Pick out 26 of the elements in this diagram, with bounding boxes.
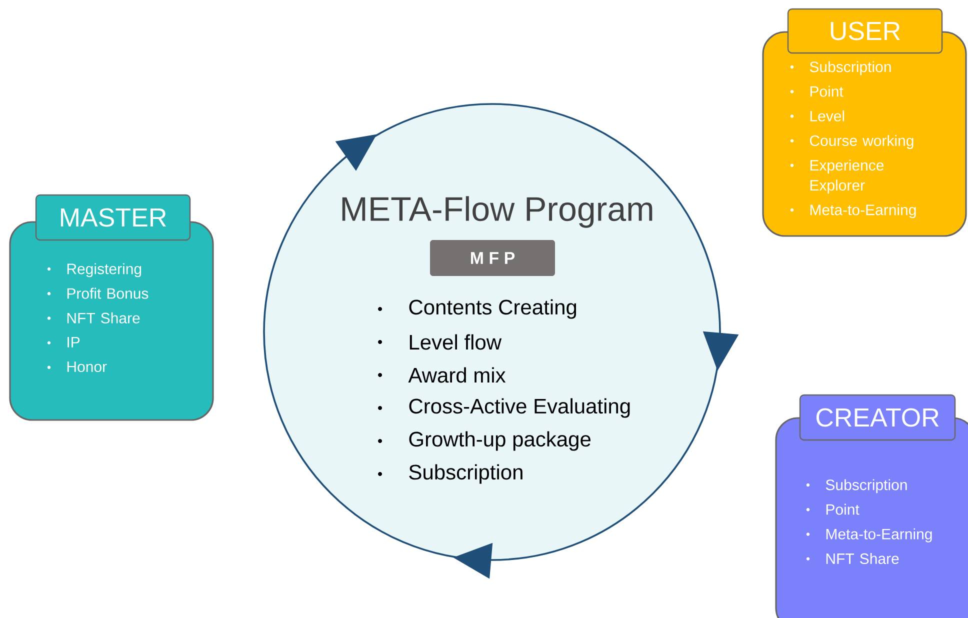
list-item: Profit Bonus xyxy=(67,288,148,299)
list-item: Subscription xyxy=(409,464,522,484)
list-item: Cross-Active Evaluating xyxy=(409,398,630,418)
list-item: Award mix xyxy=(408,367,506,383)
list-item: Experience Explorer xyxy=(810,160,884,194)
list-item: NFT Share xyxy=(826,553,899,564)
list-item: Contents Creating xyxy=(409,299,576,319)
list-item: Registering xyxy=(67,263,142,278)
badge: M F P xyxy=(430,240,555,276)
list-item: Meta-to-Earning xyxy=(810,204,916,218)
list-item: NFT Share xyxy=(67,312,140,324)
list-item: Honor xyxy=(67,362,107,372)
list-item: IP xyxy=(68,337,80,348)
list-item: Course working xyxy=(810,135,914,149)
header-tab: USER xyxy=(787,8,943,54)
list-item: Meta-to-Earning xyxy=(826,528,932,542)
list-item: Subscription xyxy=(826,479,907,494)
list-item: Point xyxy=(810,86,844,97)
header-tab: MASTER xyxy=(35,194,191,241)
list-item: Growth-up package xyxy=(409,431,590,451)
list-item: Point xyxy=(826,504,860,515)
list-item: Level flow xyxy=(410,334,502,350)
header-tab: CREATOR xyxy=(799,394,956,441)
title: META-Flow Program xyxy=(342,196,652,228)
list-item: Level xyxy=(810,110,844,122)
list-item: Subscription xyxy=(810,61,891,76)
